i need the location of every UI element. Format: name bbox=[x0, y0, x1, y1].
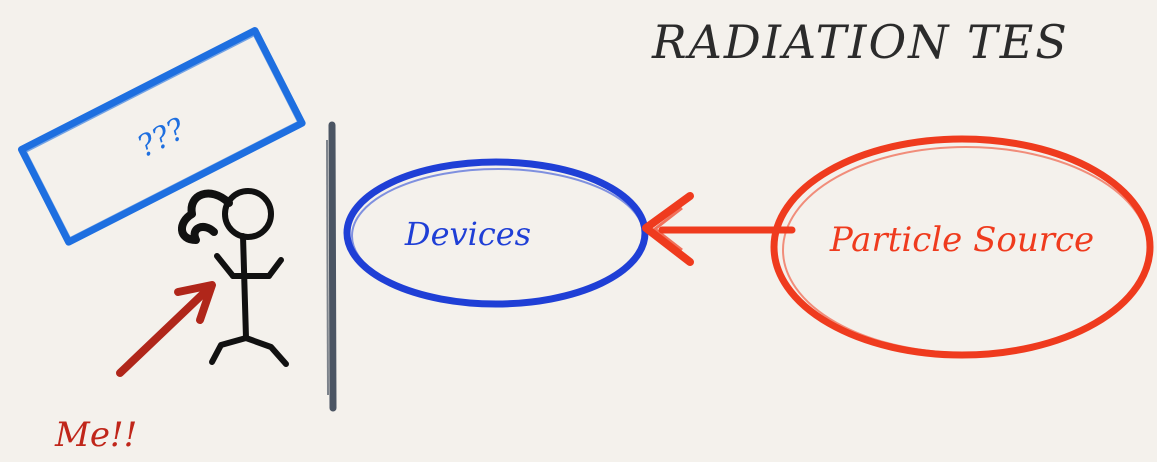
barrier-wall-icon bbox=[326, 121, 337, 412]
arrow-left-icon bbox=[642, 192, 796, 266]
source-label: Particle Source bbox=[829, 220, 1094, 260]
diagram-title: RADIATION TES bbox=[651, 15, 1069, 69]
arrow-up-right-icon bbox=[116, 281, 216, 377]
sign-label: ??? bbox=[132, 111, 192, 165]
devices-ellipse: Devices bbox=[343, 158, 649, 308]
me-label: Me!! bbox=[54, 415, 137, 455]
sign-board-icon: ??? bbox=[17, 27, 306, 246]
particle-source-ellipse: Particle Source bbox=[770, 135, 1154, 359]
stick-figure-icon bbox=[178, 188, 289, 367]
devices-label: Devices bbox=[404, 215, 531, 253]
